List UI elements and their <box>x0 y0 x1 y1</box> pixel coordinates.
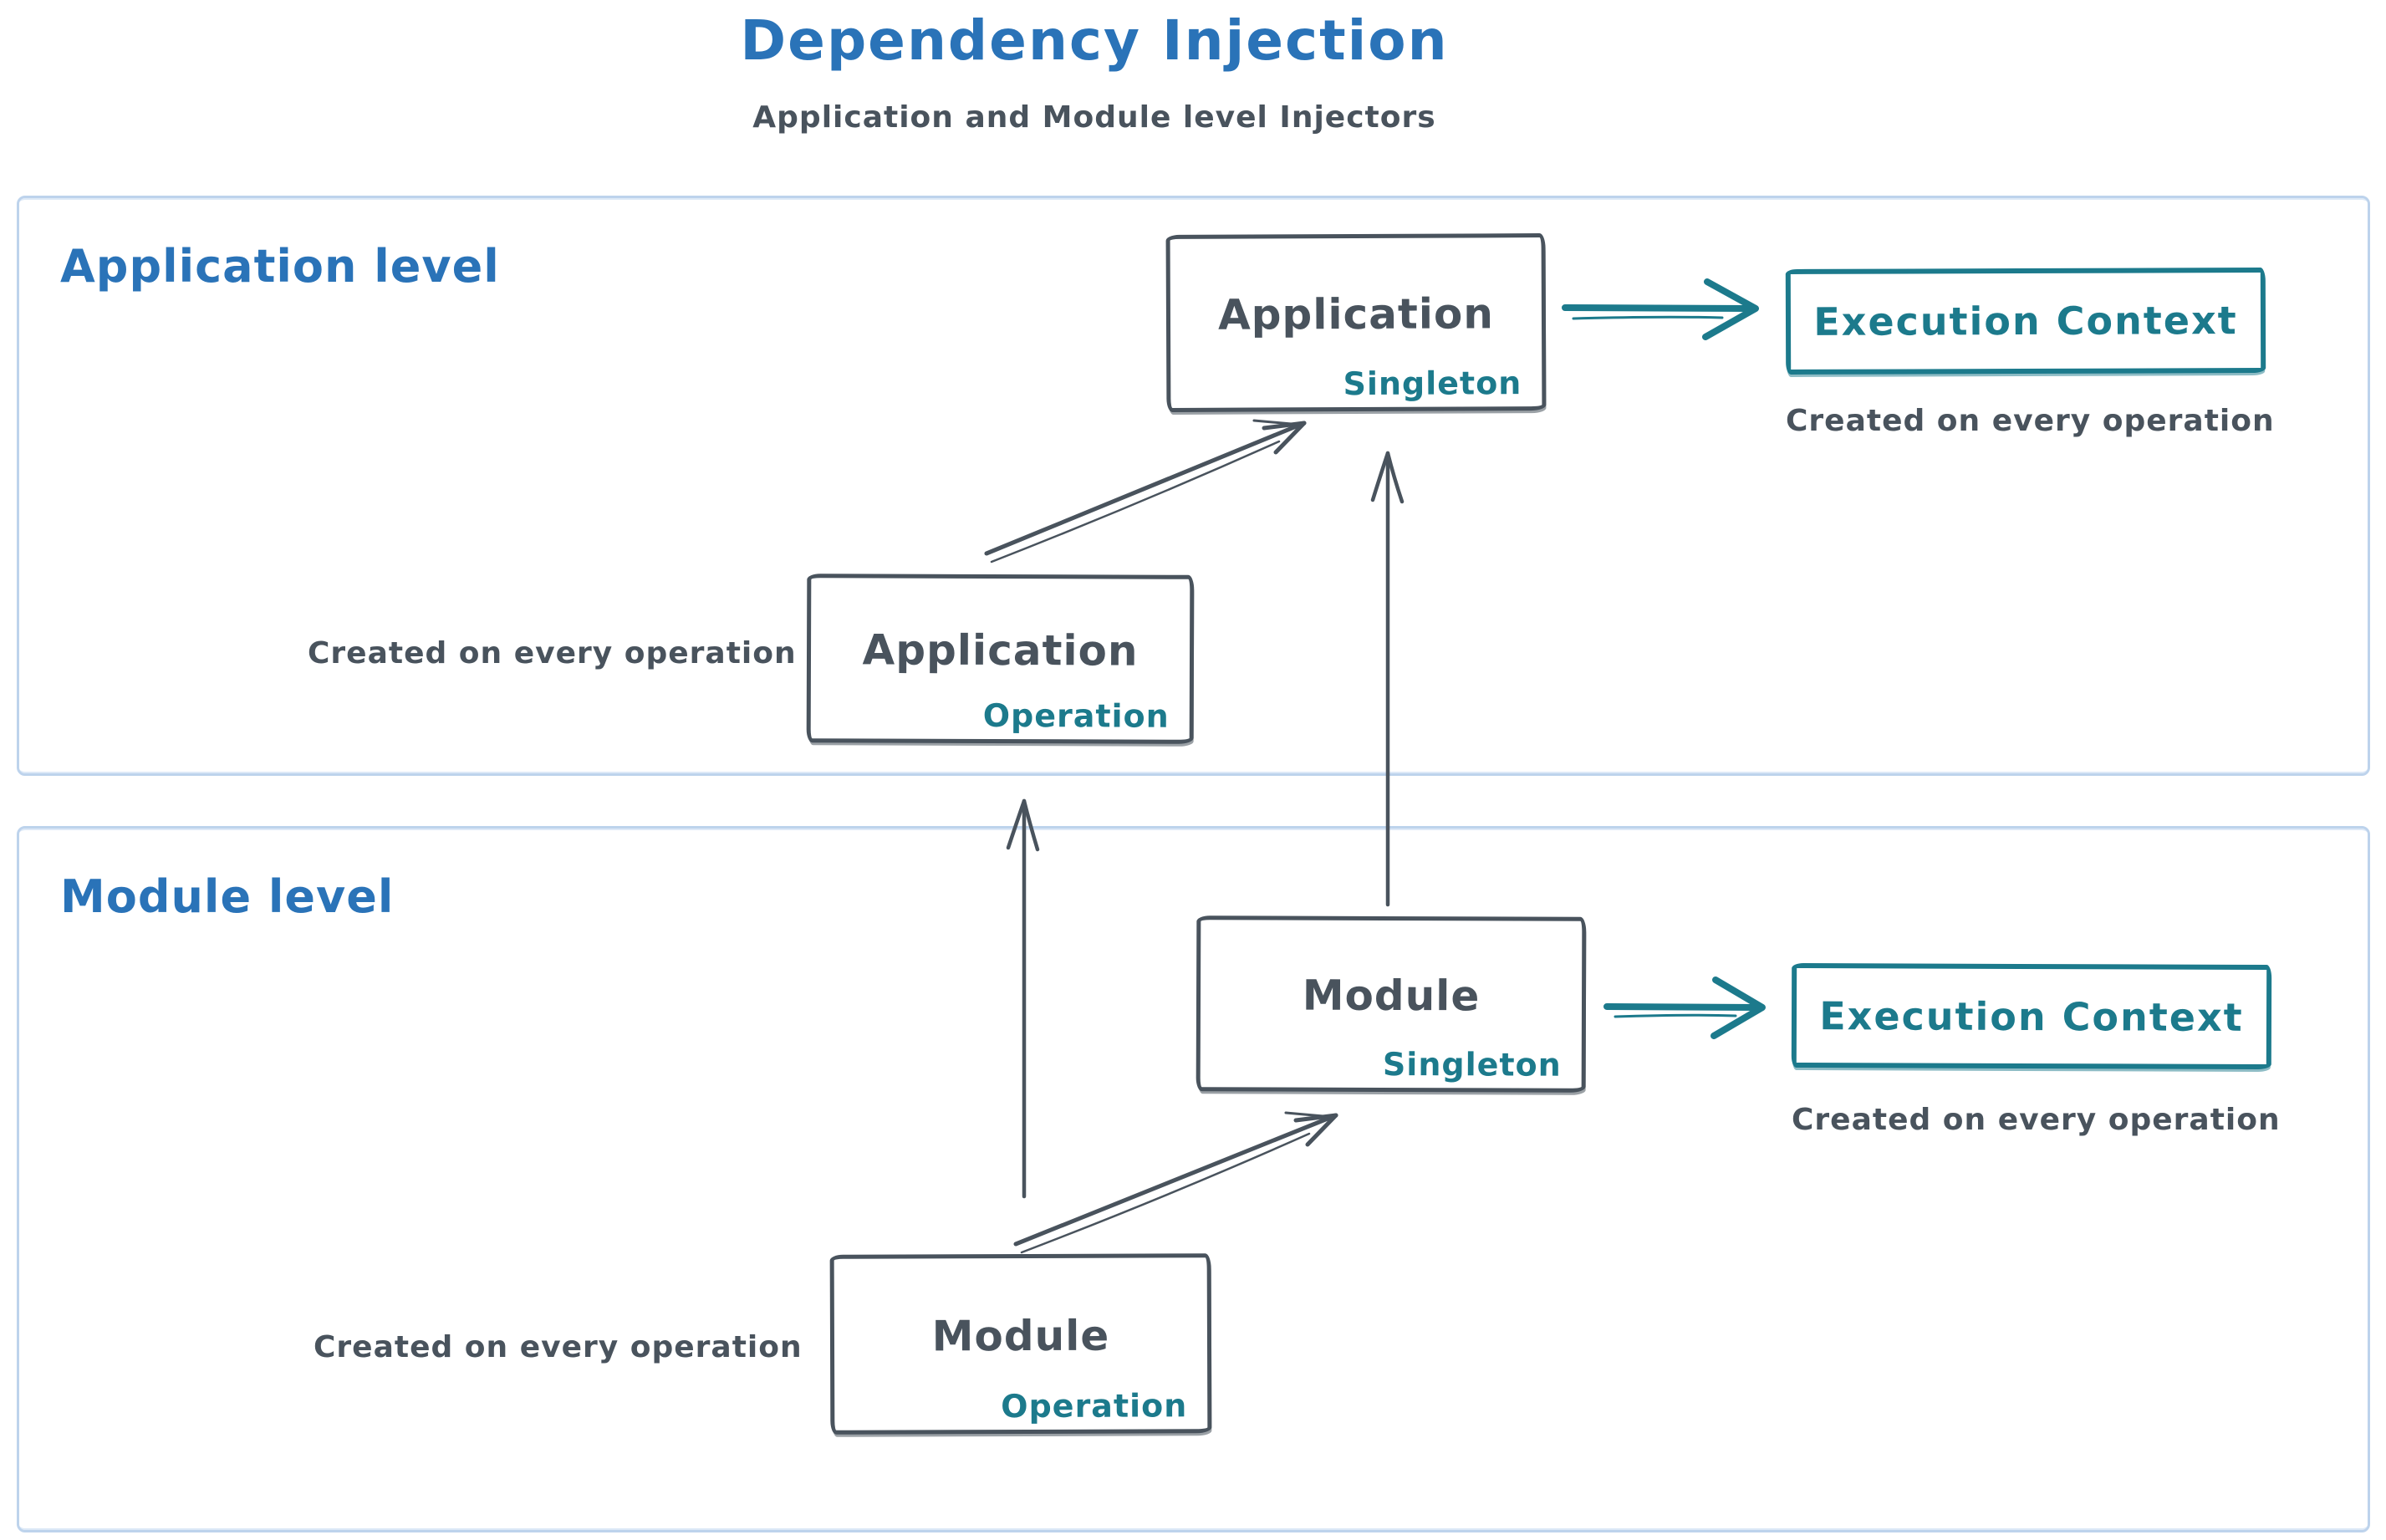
application-level-label: Application level <box>60 240 500 293</box>
module-execution-context-label: Execution Context <box>1819 992 2244 1040</box>
module-operation-name: Module <box>931 1311 1110 1360</box>
module-execution-context-caption: Created on every operation <box>1792 1103 2281 1137</box>
module-operation-caption: Created on every operation <box>314 1330 803 1364</box>
module-singleton-scope: Singleton <box>1382 1045 1562 1084</box>
application-operation-scope: Operation <box>982 696 1170 735</box>
module-singleton-box: Module Singleton <box>1196 915 1587 1093</box>
application-operation-name: Application <box>862 625 1139 676</box>
application-singleton-box: Application Singleton <box>1165 233 1547 412</box>
application-execution-context-box: Execution Context <box>1785 267 2266 375</box>
application-level-container: Application level Application Singleton … <box>17 196 2370 776</box>
application-execution-context-caption: Created on every operation <box>1786 404 2275 438</box>
module-level-container: Module level Module Singleton Execution … <box>17 826 2370 1532</box>
diagram-title: Dependency Injection <box>740 8 1449 73</box>
module-execution-context-box: Execution Context <box>1791 962 2272 1070</box>
application-execution-context-label: Execution Context <box>1813 298 2238 344</box>
module-level-label: Module level <box>60 870 395 923</box>
application-operation-caption: Created on every operation <box>308 636 797 671</box>
application-operation-box: Application Operation <box>806 574 1195 744</box>
application-singleton-name: Application <box>1217 289 1495 339</box>
module-operation-box: Module Operation <box>829 1253 1212 1435</box>
diagram-subtitle: Application and Module level Injectors <box>752 100 1436 135</box>
module-operation-scope: Operation <box>1001 1387 1188 1425</box>
module-singleton-name: Module <box>1302 971 1481 1021</box>
application-singleton-scope: Singleton <box>1343 365 1522 403</box>
